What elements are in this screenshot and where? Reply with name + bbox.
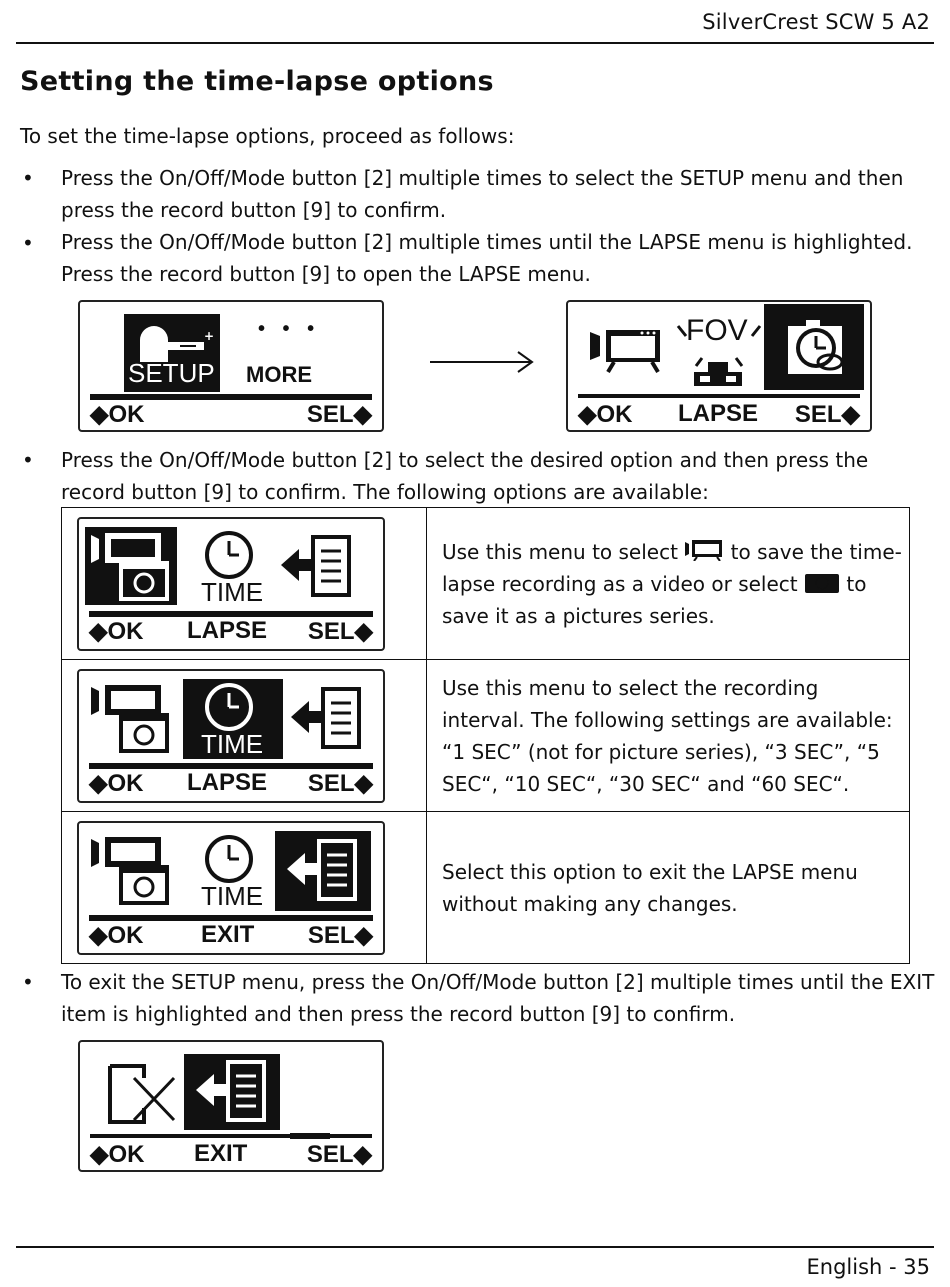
exit-label: EXIT [194, 1140, 248, 1167]
ok-label: ◆OK [89, 922, 144, 949]
table-row: TIME ◆OK LAPSE SEL◆ Use this menu to sel… [61, 507, 910, 660]
right-arrow-icon [430, 351, 534, 373]
page-number: English - 35 [806, 1255, 930, 1279]
option-1-line-1: Use this menu to select to save the time… [442, 539, 902, 564]
bullet-dot: • [22, 166, 34, 190]
bullet-dot: • [22, 231, 34, 255]
sel-label: SEL◆ [794, 401, 860, 428]
sel-label: SEL◆ [307, 618, 373, 645]
more-label: MORE [246, 362, 312, 387]
exit-label: EXIT [201, 921, 255, 948]
video-photo-icon [91, 533, 169, 601]
option-2-line-2: interval. The following settings are ava… [442, 707, 893, 732]
option-3-line-2: without making any changes. [442, 891, 738, 916]
bullet-2-line-2: Press the record button [9] to open the … [61, 262, 591, 286]
exit-icon [281, 535, 351, 597]
table-row: TIME ◆OK LAPSE SEL◆ Use this menu to sel… [61, 659, 910, 812]
video-icon [685, 539, 723, 561]
sel-label: SEL◆ [306, 1141, 372, 1168]
time-clock-icon [205, 683, 253, 731]
time-clock-icon [205, 531, 253, 579]
ok-label: ◆OK [578, 401, 633, 428]
lapse-label: LAPSE [187, 769, 268, 796]
sel-label: SEL◆ [307, 922, 373, 949]
lcd-divider [89, 611, 373, 617]
option-description-cell: Use this menu to select to save the time… [426, 507, 910, 660]
key-icon: + [140, 326, 214, 362]
bullet-4-line-1: To exit the SETUP menu, press the On/Off… [61, 970, 935, 994]
lcd-divider [578, 394, 860, 398]
exit-icon [287, 839, 357, 901]
bullet-dot: • [22, 970, 34, 994]
header-rule [16, 42, 934, 44]
option-description-cell: Select this option to exit the LAPSE men… [426, 811, 910, 964]
header-product-name: SilverCrest SCW 5 A2 [702, 10, 930, 34]
lapse-menu-screen: FOV ◆OK LAPSE SEL◆ [566, 300, 872, 432]
ok-label: ◆OK [90, 401, 145, 428]
svg-text:+: + [204, 329, 214, 343]
bullet-3-line-1: Press the On/Off/Mode button [2] to sele… [61, 448, 869, 472]
lapse-exit-screen: TIME ◆OK EXIT SEL◆ [77, 821, 385, 955]
lapse-options-table: TIME ◆OK LAPSE SEL◆ Use this menu to sel… [61, 507, 910, 964]
sel-label: SEL◆ [306, 401, 372, 428]
bullet-4-line-2: item is highlighted and then press the r… [61, 1002, 736, 1026]
option-1-line-2: lapse recording as a video or select to [442, 571, 867, 596]
section-title: Setting the time-lapse options [20, 66, 494, 97]
sel-label: SEL◆ [307, 770, 373, 797]
option-screen-cell: TIME ◆OK LAPSE SEL◆ [61, 659, 427, 812]
setup-menu-screen: + SETUP • • • MORE ◆OK SEL◆ [78, 300, 384, 432]
lcd-divider [89, 915, 373, 921]
ok-label: ◆OK [89, 770, 144, 797]
lapse-label: LAPSE [187, 617, 268, 644]
lapse-time-screen: TIME ◆OK LAPSE SEL◆ [77, 669, 385, 803]
lapse-label: LAPSE [678, 400, 759, 427]
ok-label: ◆OK [90, 1141, 145, 1168]
bullet-1-line-1: Press the On/Off/Mode button [2] multipl… [61, 166, 904, 190]
lapse-clock-icon [788, 320, 844, 374]
intro-text: To set the time-lapse options, proceed a… [20, 124, 515, 148]
setup-label: SETUP [128, 358, 215, 388]
option-1-line-3: save it as a pictures series. [442, 603, 715, 628]
fov-icon [676, 325, 762, 386]
time-label: TIME [201, 729, 264, 759]
camera-icon [805, 573, 839, 593]
time-label: TIME [201, 881, 264, 911]
time-highlight [183, 679, 283, 759]
video-photo-icon [91, 837, 169, 905]
fov-label: FOV [686, 314, 748, 347]
exit-icon [291, 687, 361, 749]
lcd-divider [90, 1134, 372, 1138]
exit-icon [196, 1060, 266, 1122]
scroll-indicator [290, 1133, 330, 1139]
bullet-2-line-1: Press the On/Off/Mode button [2] multipl… [61, 230, 913, 254]
option-3-line-1: Select this option to exit the LAPSE men… [442, 859, 858, 884]
time-label: TIME [201, 577, 264, 607]
option-screen-cell: TIME ◆OK EXIT SEL◆ [61, 811, 427, 964]
time-clock-icon [205, 835, 253, 883]
video-photo-icon [91, 685, 169, 753]
option-screen-cell: TIME ◆OK LAPSE SEL◆ [61, 507, 427, 660]
lapse-mode-screen: TIME ◆OK LAPSE SEL◆ [77, 517, 385, 651]
bullet-3-line-2: record button [9] to confirm. The follow… [61, 480, 709, 504]
delete-file-icon [108, 1064, 176, 1124]
lcd-divider [90, 394, 372, 400]
more-dots: • • • [258, 318, 321, 340]
option-2-line-1: Use this menu to select the recording [442, 675, 819, 700]
video-camera-icon [590, 330, 660, 374]
ok-label: ◆OK [89, 618, 144, 645]
footer-rule [16, 1246, 934, 1248]
option-description-cell: Use this menu to select the recording in… [426, 659, 910, 812]
table-row: TIME ◆OK EXIT SEL◆ Select this option to… [61, 811, 910, 964]
bullet-1-line-2: press the record button [9] to confirm. [61, 198, 447, 222]
lcd-divider [89, 763, 373, 769]
option-2-line-3: “1 SEC” (not for picture series), “3 SEC… [442, 739, 880, 764]
option-2-line-4: SEC“, “10 SEC“, “30 SEC“ and “60 SEC“. [442, 771, 850, 796]
bullet-dot: • [22, 448, 34, 472]
setup-exit-screen: ◆OK EXIT SEL◆ [78, 1040, 384, 1172]
